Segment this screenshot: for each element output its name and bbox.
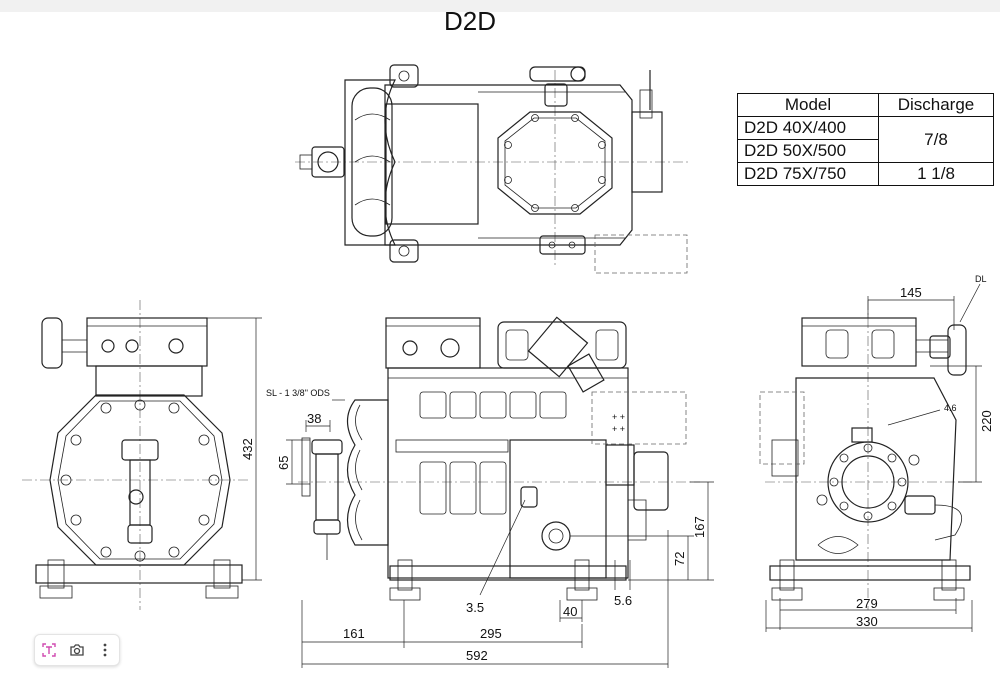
text-select-button[interactable] [38,639,60,661]
svg-text:+ +: + + [612,424,625,434]
model-cell: D2D 40X/400 [737,116,879,140]
dim-279: 279 [856,596,878,611]
table-row: D2D 75X/750 1 1/8 [737,162,994,186]
dim-72: 72 [672,552,687,566]
page-title: D2D [443,6,496,36]
dim-432: 432 [240,438,255,460]
dim-3-5: 3.5 [466,600,484,615]
dim-dl: DL [975,274,987,284]
top-view [295,64,690,274]
more-vertical-icon [103,643,107,657]
dim-145: 145 [900,285,922,300]
dim-65: 65 [276,456,291,470]
dim-330: 330 [856,614,878,629]
discharge-cell: 7/8 [878,116,994,163]
text-select-icon [42,643,56,657]
header-model: Model [737,93,879,117]
image-toolbar [34,634,120,666]
camera-icon [70,644,84,656]
model-cell: D2D 75X/750 [737,162,879,186]
dim-38: 38 [307,411,321,426]
table-header-row: Model Discharge [737,93,994,117]
svg-text:+ +: + + [612,412,625,422]
dim-167: 167 [692,516,707,538]
discharge-cell: 1 1/8 [878,162,994,186]
dim-161: 161 [343,626,365,641]
dim-295: 295 [480,626,502,641]
dim-592: 592 [466,648,488,663]
more-options-button[interactable] [94,639,116,661]
dim-4-6: 4.6 [944,403,957,413]
camera-button[interactable] [66,639,88,661]
dim-40: 40 [563,604,577,619]
model-discharge-table: Model Discharge D2D 40X/400 7/8 D2D 50X/… [737,93,994,186]
top-bar [0,0,1000,12]
model-cell: D2D 50X/500 [737,139,879,163]
table-row: D2D 50X/500 [737,139,994,163]
dim-sl: SL - 1 3/8" ODS [266,388,330,398]
table-row: D2D 40X/400 7/8 [737,116,994,163]
front-view: + + + + SL - 1 3/8" ODS 38 65 3.5 40 5.6… [266,316,714,668]
left-end-view: 432 [22,300,262,610]
dim-5-6: 5.6 [614,593,632,608]
right-end-view: 145 DL 4.6 220 279 330 [759,274,994,632]
header-discharge: Discharge [878,93,994,117]
dim-220: 220 [979,410,994,432]
